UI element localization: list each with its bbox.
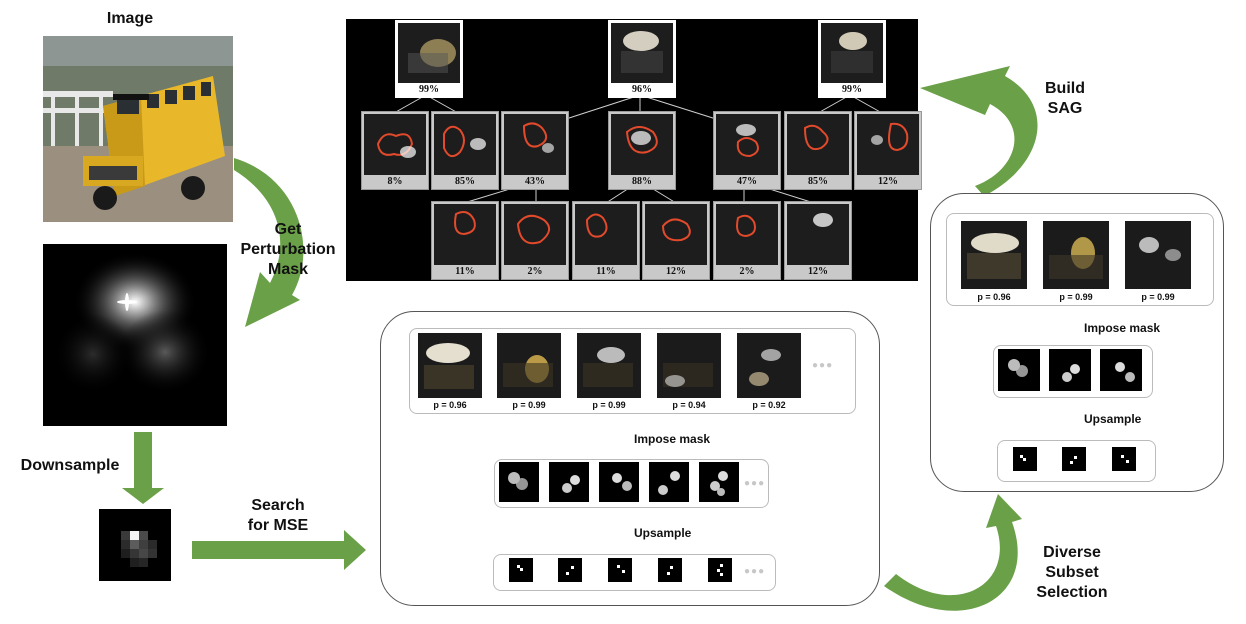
search-upmask-5 bbox=[699, 462, 739, 502]
image-label: Image bbox=[106, 10, 154, 27]
search-upmask-2 bbox=[549, 462, 589, 502]
downsample-arrow bbox=[122, 432, 164, 504]
subset-thumb-1 bbox=[961, 221, 1027, 289]
sag-node-r2-5: 47% bbox=[713, 111, 781, 190]
sag-node-r3-2: 2% bbox=[501, 201, 569, 280]
subset-upmask-2 bbox=[1049, 349, 1091, 391]
subset-thumb-3 bbox=[1125, 221, 1191, 289]
subset-prob-1: p = 0.96 bbox=[977, 292, 1011, 302]
subset-prob-2: p = 0.99 bbox=[1059, 292, 1093, 302]
search-upmask-1 bbox=[499, 462, 539, 502]
build-sag-line-1: Build bbox=[1045, 80, 1085, 97]
sag-root-node-1: 99% bbox=[395, 20, 463, 98]
build-sag-label: Build SAG bbox=[1030, 79, 1100, 119]
get-mask-curved-arrow bbox=[234, 158, 304, 327]
search-line-2: for MSE bbox=[247, 517, 309, 534]
diverse-line-2: Subset bbox=[1045, 564, 1099, 581]
search-thumb-3 bbox=[577, 333, 641, 398]
build-sag-curved-arrow bbox=[920, 66, 1038, 196]
sag-node-r3-5: 2% bbox=[713, 201, 781, 280]
diverse-subset-label: Diverse Subset Selection bbox=[1022, 543, 1122, 603]
sag-node-r2-2: 85% bbox=[431, 111, 499, 190]
sag-node-r2-1: 8% bbox=[361, 111, 429, 190]
get-mask-line-1: Get bbox=[274, 221, 302, 238]
subset-smallmask-1 bbox=[1013, 447, 1037, 471]
get-mask-label: Get Perturbation Mask bbox=[233, 220, 343, 280]
search-upmask-3 bbox=[599, 462, 639, 502]
sag-node-r2-4: 88% bbox=[608, 111, 676, 190]
diverse-line-1: Diverse bbox=[1043, 544, 1101, 561]
search-thumb-1 bbox=[418, 333, 482, 398]
sag-node-r3-1: 11% bbox=[431, 201, 499, 280]
subset-prob-3: p = 0.99 bbox=[1141, 292, 1175, 302]
search-smallmask-3 bbox=[608, 558, 632, 582]
search-upsample-label: Upsample bbox=[634, 526, 692, 540]
sag-node-r3-6: 12% bbox=[784, 201, 852, 280]
sag-root-node-2: 96% bbox=[608, 20, 676, 98]
search-thumb-2 bbox=[497, 333, 561, 398]
get-mask-line-3: Mask bbox=[267, 261, 309, 278]
search-thumb-4 bbox=[657, 333, 721, 398]
search-smallmask-2 bbox=[558, 558, 582, 582]
sag-node-r3-4: 12% bbox=[642, 201, 710, 280]
search-prob-2: p = 0.99 bbox=[512, 400, 546, 410]
subset-impose-label: Impose mask bbox=[1084, 321, 1161, 335]
search-prob-1: p = 0.96 bbox=[433, 400, 467, 410]
search-line-1: Search bbox=[251, 497, 305, 514]
build-sag-line-2: SAG bbox=[1047, 100, 1083, 117]
perturbation-mask-heatmap bbox=[43, 244, 227, 426]
search-prob-3: p = 0.99 bbox=[592, 400, 626, 410]
school-bus-picture bbox=[43, 36, 233, 222]
search-smallmask-4 bbox=[658, 558, 682, 582]
sag-node-image bbox=[398, 23, 460, 83]
subset-upmask-1 bbox=[998, 349, 1040, 391]
search-downsampled-strip bbox=[493, 554, 776, 591]
sag-node-r2-6: 85% bbox=[784, 111, 852, 190]
get-mask-line-2: Perturbation bbox=[240, 241, 336, 258]
sag-node-image bbox=[821, 23, 883, 83]
subset-thumb-2 bbox=[1043, 221, 1109, 289]
sag-node-image bbox=[611, 23, 673, 83]
diverse-line-3: Selection bbox=[1036, 584, 1108, 601]
search-prob-4: p = 0.94 bbox=[672, 400, 706, 410]
sag-root-node-3: 99% bbox=[818, 20, 886, 98]
subset-smallmask-3 bbox=[1112, 447, 1136, 471]
search-arrow bbox=[192, 530, 366, 570]
downsampled-mask bbox=[99, 509, 171, 581]
input-image-school-bus bbox=[43, 36, 233, 222]
search-smallmask-1 bbox=[509, 558, 533, 582]
more-smallmasks-dots-icon: ●●● bbox=[744, 566, 766, 577]
subset-upsample-label: Upsample bbox=[1084, 412, 1142, 426]
search-for-mse-label: Search for MSE bbox=[228, 496, 328, 536]
sag-node-score: 99% bbox=[419, 84, 439, 95]
search-prob-5: p = 0.92 bbox=[752, 400, 786, 410]
subset-upmask-3 bbox=[1100, 349, 1142, 391]
more-images-dots-icon: ●●● bbox=[812, 360, 834, 371]
downsample-label: Downsample bbox=[20, 457, 120, 474]
sag-node-r2-7: 12% bbox=[854, 111, 922, 190]
search-impose-label: Impose mask bbox=[634, 432, 711, 446]
subset-smallmask-2 bbox=[1062, 447, 1086, 471]
sag-node-score: 99% bbox=[842, 84, 862, 95]
sag-node-r3-3: 11% bbox=[572, 201, 640, 280]
search-smallmask-5 bbox=[708, 558, 732, 582]
sag-node-r2-3: 43% bbox=[501, 111, 569, 190]
diverse-subset-curved-arrow bbox=[884, 494, 1022, 611]
search-thumb-5 bbox=[737, 333, 801, 398]
search-upmask-4 bbox=[649, 462, 689, 502]
sag-node-score: 96% bbox=[632, 84, 652, 95]
more-upmasks-dots-icon: ●●● bbox=[744, 478, 766, 489]
